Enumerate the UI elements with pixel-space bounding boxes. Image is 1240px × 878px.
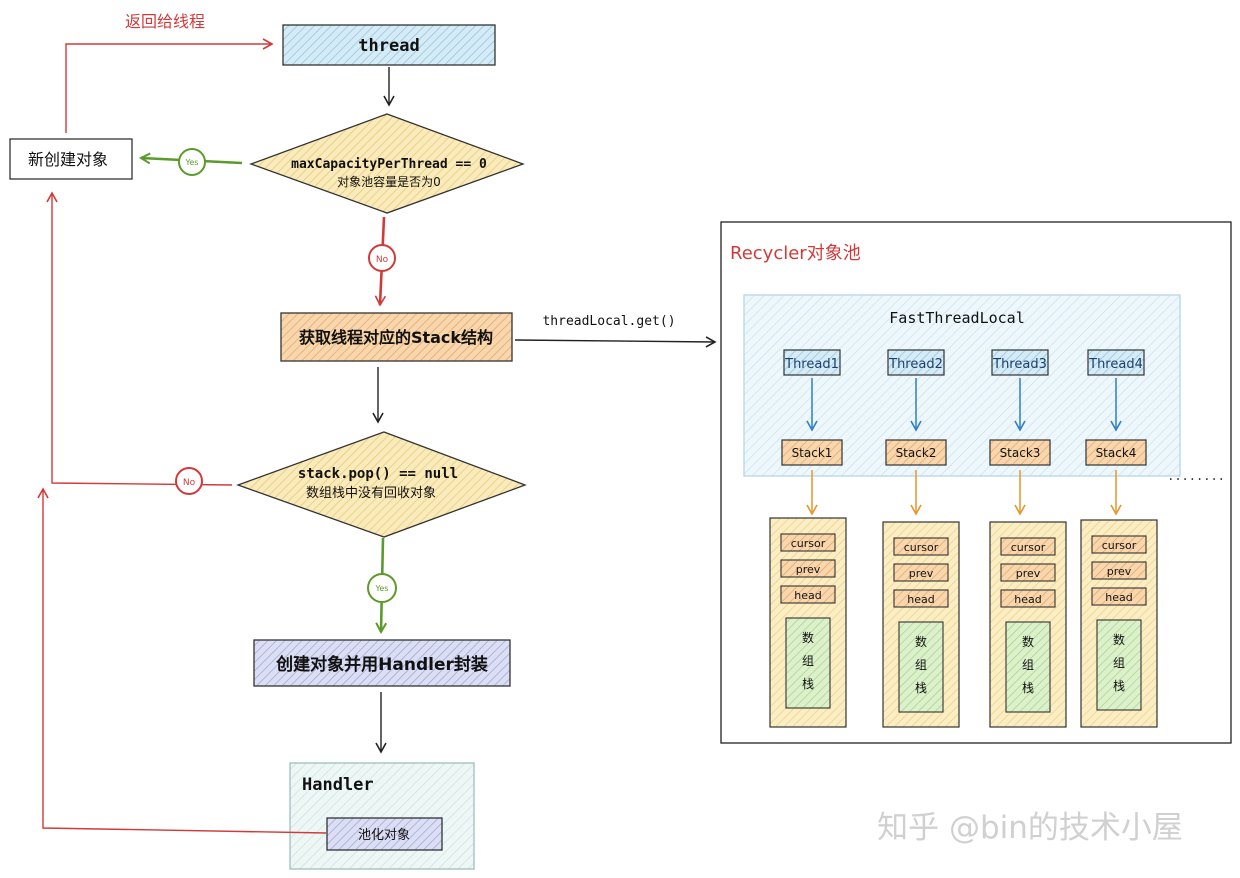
thread-box-label: Thread3 [992, 357, 1047, 372]
array-stack-char: 组 [802, 654, 814, 668]
field-label: cursor [1011, 541, 1046, 554]
thread-box-label: Thread2 [888, 357, 943, 372]
stack-box-label: Stack2 [896, 446, 937, 460]
array-stack-char: 数 [802, 630, 814, 645]
new-object-label: 新创建对象 [28, 150, 108, 169]
fast-thread-local-title: FastThreadLocal [889, 309, 1024, 327]
array-stack-char: 栈 [1022, 680, 1034, 695]
threadlocal-get-label: threadLocal.get() [542, 314, 675, 329]
field-cursor [1000, 537, 1056, 556]
array-stack-char: 数 [1022, 634, 1034, 649]
thread-box-label: Thread1 [784, 357, 839, 372]
stack-box-1 [781, 439, 843, 466]
watermark: 知乎 @bin的技术小屋 [877, 810, 1183, 846]
field-head [893, 589, 949, 608]
decision1-description: 对象池容量是否为0 [337, 174, 441, 189]
thread-box-2 [887, 349, 945, 376]
return-to-thread-label: 返回给线程 [125, 12, 205, 31]
more-ellipsis: ........ [1167, 469, 1225, 483]
handler-node: Handler 池化对象 [289, 762, 475, 870]
no-badge-2-label: No [183, 478, 196, 488]
field-label: prev [1016, 567, 1041, 580]
thread-box-3 [991, 349, 1049, 376]
recycler-title: Recycler对象池 [730, 243, 861, 264]
yes-badge-1-label: Yes [185, 158, 199, 167]
new-object-node: 新创建对象 [9, 138, 133, 180]
thread-label: thread [358, 36, 419, 56]
array-stack-char: 数 [915, 634, 927, 649]
field-label: prev [1107, 565, 1132, 578]
pooled-object-label: 池化对象 [358, 828, 410, 843]
field-head [1091, 587, 1147, 606]
stack-box-2 [885, 439, 947, 466]
field-label: head [907, 593, 934, 606]
field-cursor [893, 537, 949, 556]
field-label: cursor [904, 541, 939, 554]
thread-box-label: Thread4 [1088, 357, 1143, 372]
field-head [780, 585, 836, 604]
pooled-object-return-arrow [37, 487, 327, 834]
decision1-condition: maxCapacityPerThread == 0 [291, 157, 487, 172]
field-label: cursor [791, 537, 826, 550]
yes-badge-2-label: Yes [375, 584, 389, 593]
array-stack-char: 组 [915, 658, 927, 672]
array-stack-char: 栈 [802, 676, 814, 691]
array-stack [1096, 619, 1142, 711]
thread-box-1 [783, 349, 841, 376]
array-stack-char: 组 [1113, 656, 1125, 670]
recycler-pool: Recycler对象池 FastThreadLocal ........ Thr… [720, 221, 1232, 744]
field-cursor [780, 533, 836, 552]
array-stack [1005, 621, 1051, 713]
decision2-description: 数组栈中没有回收对象 [306, 486, 436, 501]
yes-badge-2: Yes [367, 573, 397, 603]
no-badge-1-label: No [376, 255, 389, 265]
yes-badge-1: Yes [178, 148, 206, 176]
array-stack-char: 栈 [1113, 678, 1125, 693]
no-badge-1: No [368, 244, 396, 272]
create-wrap-label: 创建对象并用Handler封装 [275, 654, 488, 675]
handler-title: Handler [302, 775, 374, 795]
field-label: head [1014, 593, 1041, 606]
field-label: head [1105, 591, 1132, 604]
field-label: cursor [1102, 539, 1137, 552]
field-cursor [1091, 535, 1147, 554]
stack-box-label: Stack4 [1096, 446, 1137, 460]
stack-box-label: Stack1 [792, 446, 833, 460]
create-wrap-node: 创建对象并用Handler封装 [253, 639, 511, 687]
get-stack-label: 获取线程对应的Stack结构 [299, 328, 493, 347]
stack-box-label: Stack3 [1000, 446, 1041, 460]
no-arrow-to-new-object [46, 191, 233, 486]
stack-box-4 [1085, 439, 1147, 466]
array-stack [898, 621, 944, 713]
array-stack-char: 栈 [915, 680, 927, 695]
thread-box-4 [1087, 349, 1145, 376]
thread-node: thread [282, 24, 496, 66]
field-label: prev [796, 563, 821, 576]
field-prev [1091, 561, 1147, 580]
field-prev [780, 559, 836, 578]
thread-columns: Thread1Stack1cursorprevhead数组栈Thread2Sta… [769, 349, 1158, 728]
field-prev [1000, 563, 1056, 582]
field-prev [893, 563, 949, 582]
no-badge-2: No [175, 467, 203, 495]
get-stack-node: 获取线程对应的Stack结构 [280, 312, 513, 362]
field-label: head [794, 589, 821, 602]
field-label: prev [909, 567, 934, 580]
threadlocal-get-arrow [514, 336, 717, 348]
decision-capacity: maxCapacityPerThread == 0 对象池容量是否为0 [249, 113, 525, 214]
return-to-thread-arrow [65, 38, 274, 133]
array-stack [785, 617, 831, 709]
field-head [1000, 589, 1056, 608]
decision2-condition: stack.pop() == null [298, 466, 458, 482]
array-stack-char: 组 [1022, 658, 1034, 672]
stack-box-3 [989, 439, 1051, 466]
array-stack-char: 数 [1113, 632, 1125, 647]
decision-stack-pop: stack.pop() == null 数组栈中没有回收对象 [236, 431, 527, 538]
